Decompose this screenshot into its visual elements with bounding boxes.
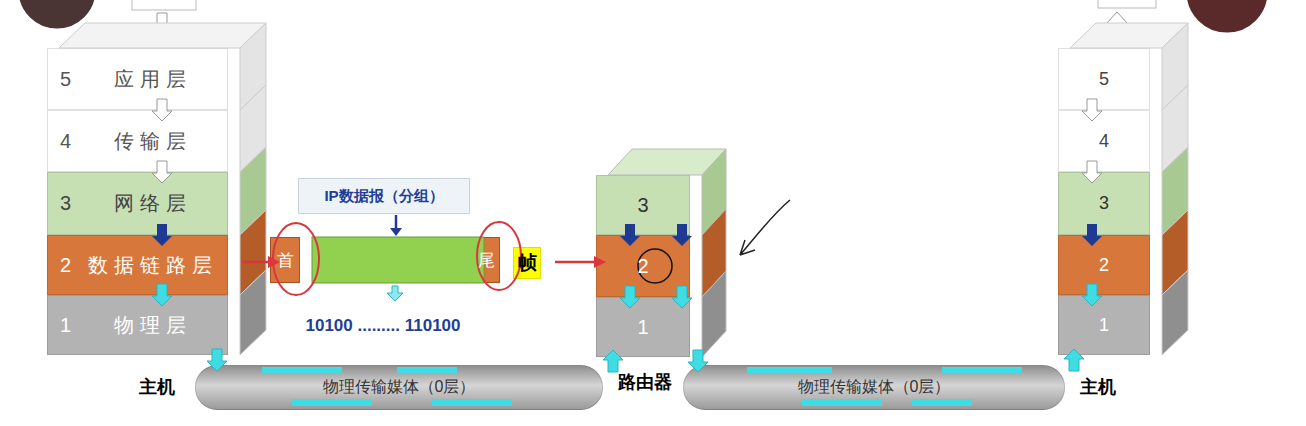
- layer-name: 数据链路层: [86, 252, 219, 279]
- top-face: [59, 23, 266, 48]
- layer-box: 1: [1058, 295, 1150, 355]
- signal-bar: [432, 399, 512, 406]
- signal-bar: [262, 367, 342, 374]
- node-text: 首: [277, 249, 294, 272]
- router-label: 路由器: [618, 370, 672, 394]
- layer-number: 4: [60, 130, 86, 153]
- host-label: 主机: [139, 375, 175, 399]
- cut-box: [1098, 0, 1156, 8]
- node-text: 1: [637, 316, 648, 339]
- layer-box: 1物理层: [47, 295, 228, 355]
- layer-number: 3: [60, 192, 86, 215]
- host-label: 主机: [1080, 375, 1116, 399]
- layer-box: 3网络层: [47, 172, 228, 235]
- layer-number: 5: [60, 68, 86, 91]
- layer-box: 2: [1058, 235, 1150, 295]
- hollow-arrow: [387, 286, 403, 301]
- layer-number: 2: [60, 254, 86, 277]
- layer-box: 2数据链路层: [47, 235, 228, 295]
- layer-box: 4: [1058, 110, 1150, 172]
- node-text: 3: [637, 194, 648, 217]
- node-text: 5: [1099, 69, 1109, 90]
- node-text: 尾: [478, 249, 495, 272]
- signal-bar: [912, 399, 972, 406]
- annotation-arrow: [740, 200, 790, 255]
- node-text: 物理传输媒体（0层）: [323, 377, 476, 398]
- bit-stream: 10100 ......... 110100: [305, 316, 460, 336]
- node-text: 帧: [518, 250, 537, 276]
- side-face: [240, 270, 266, 355]
- layer-name: 应用层: [86, 66, 219, 93]
- node-text: 物理传输媒体（0层）: [798, 377, 951, 398]
- datagram-label: IP数据报（分组）: [298, 178, 470, 214]
- layer-name: 网络层: [86, 190, 219, 217]
- signal-bar: [942, 367, 1022, 374]
- pointer-arrow: [390, 228, 402, 236]
- node-text: 2: [637, 255, 648, 278]
- frame-tag: 帧: [513, 247, 541, 279]
- signal-bar: [802, 399, 882, 406]
- node-text: 3: [1099, 193, 1109, 214]
- layer-name: 物理层: [86, 312, 219, 339]
- signal-bar: [747, 367, 832, 374]
- layer-box: 1: [596, 297, 690, 357]
- node-text: 2: [1099, 255, 1109, 276]
- avatar: [1185, 0, 1269, 34]
- side-face: [702, 271, 726, 357]
- layer-box: 2: [596, 235, 690, 297]
- frame-body: [312, 237, 484, 283]
- signal-bar: [397, 367, 457, 374]
- layer-box: 5: [1058, 48, 1150, 110]
- node-text: 1: [1099, 315, 1109, 336]
- pointer-arrow: [395, 215, 398, 229]
- cut-box: [132, 0, 196, 10]
- node-text: IP数据报（分组）: [324, 187, 443, 206]
- layer-box: 3: [1058, 172, 1150, 235]
- layer-number: 1: [60, 314, 86, 337]
- layer-box: 4传输层: [47, 110, 228, 172]
- layer-box: 3: [596, 175, 690, 235]
- node-text: 4: [1099, 131, 1109, 152]
- signal-bar: [292, 399, 372, 406]
- layer-name: 传输层: [86, 128, 219, 155]
- side-face: [1162, 270, 1188, 355]
- layer-box: 5应用层: [47, 48, 228, 110]
